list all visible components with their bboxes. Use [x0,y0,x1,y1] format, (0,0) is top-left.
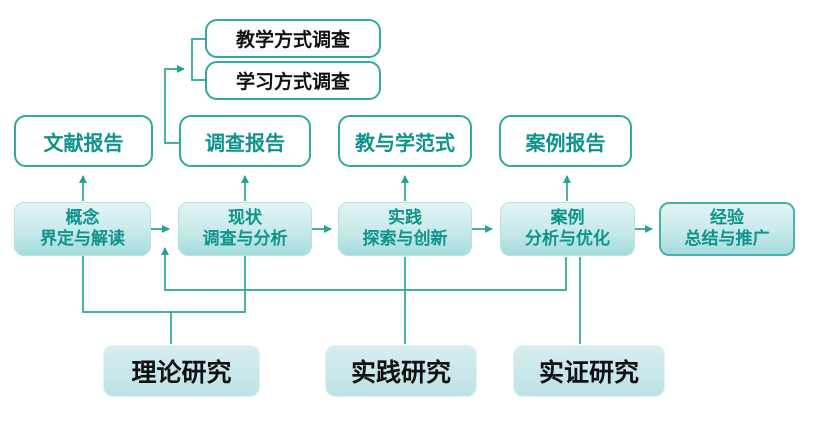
node-label: 案例报告 [525,130,606,155]
node-label: 学习方式调查 [235,71,350,93]
node-theoretical-research: 理论研究 [103,345,260,397]
node-experience-summary-promotion: 经验 总结与推广 [659,202,795,256]
node-label: 调查报告 [205,130,285,155]
node-empirical-research: 实证研究 [513,345,665,397]
node-literature-report: 文献报告 [14,115,153,167]
node-case-report: 案例报告 [499,115,632,167]
node-case-analysis-optimization: 案例 分析与优化 [500,202,635,256]
node-label-line2: 总结与推广 [684,229,770,249]
theory-connector [82,256,246,344]
node-survey-report: 调查报告 [179,115,311,167]
node-label-line1: 现状 [228,207,262,228]
node-practice-exploration: 实践 探索与创新 [338,202,472,256]
node-label: 实践研究 [350,358,451,387]
node-label-line2: 调查与分析 [202,229,288,249]
node-learning-method-survey: 学习方式调查 [205,61,381,100]
node-label-line1: 概念 [65,207,100,228]
node-label-line1: 经验 [710,207,744,228]
node-label-line1: 案例 [550,207,585,228]
node-concept-definition: 概念 界定与解读 [14,202,151,256]
node-teaching-method-survey: 教学方式调查 [205,19,381,58]
node-label-line2: 界定与解读 [40,229,125,249]
node-label-line2: 探索与创新 [362,229,448,249]
node-label: 教与学范式 [355,130,455,155]
node-label-line2: 分析与优化 [525,229,610,249]
survey-bracket [191,38,205,81]
node-label-line1: 实践 [388,207,422,228]
node-label: 理论研究 [131,358,232,387]
node-status-survey-analysis: 现状 调查与分析 [178,202,312,256]
node-label: 实证研究 [538,358,639,387]
node-teaching-learning-paradigm: 教与学范式 [338,115,472,167]
node-practical-research: 实践研究 [325,345,477,397]
node-label: 文献报告 [43,130,124,155]
node-label: 教学方式调查 [235,29,350,51]
